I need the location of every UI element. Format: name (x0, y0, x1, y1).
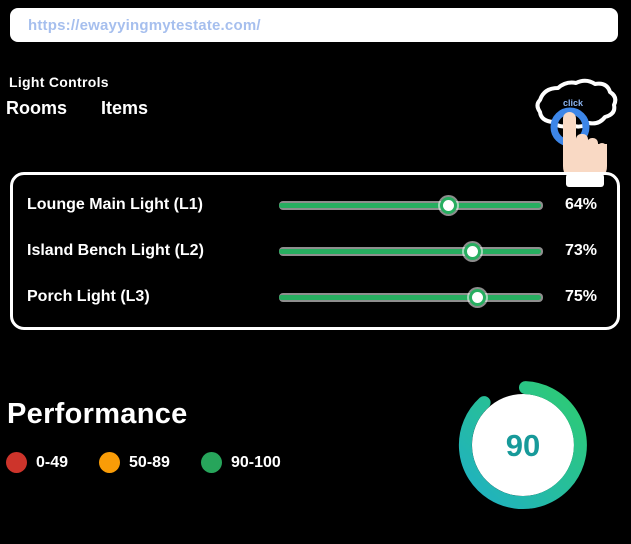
light-slider[interactable] (279, 196, 543, 214)
legend-dot-red-icon (6, 452, 27, 473)
light-slider[interactable] (279, 288, 543, 306)
gauge-arc (458, 381, 587, 510)
slider-knob[interactable] (469, 289, 486, 306)
light-slider[interactable] (279, 242, 543, 260)
gauge-graphic: 90 (458, 381, 587, 510)
slider-knob[interactable] (463, 243, 481, 260)
slider-row: Island Bench Light (L2) 73% (27, 231, 603, 271)
tap-gesture-graphic: click (535, 78, 618, 187)
legend-dot-orange-icon (99, 452, 121, 473)
legend-dot-green-icon (200, 452, 222, 473)
legend-label: 50-89 (129, 453, 170, 471)
light-value: 64% (564, 196, 597, 213)
performance-score-gauge: 90 (448, 371, 598, 523)
address-bar[interactable]: https://ewayyingmytestate.com/ (10, 8, 618, 42)
click-hint-text: click (563, 98, 584, 108)
light-label: Lounge Main Light (L1) (27, 196, 203, 213)
legend-item: 50-89 (99, 452, 170, 473)
performance-title: Performance (7, 398, 188, 430)
light-label: Porch Light (L3) (27, 288, 150, 305)
light-value: 73% (564, 242, 597, 259)
slider-row: Porch Light (L3) 75% (27, 277, 603, 317)
tab-rooms[interactable]: Rooms (6, 98, 68, 118)
tab-items[interactable]: Items (101, 98, 149, 118)
slider-fill (279, 249, 541, 254)
slider-fill (279, 295, 541, 300)
legend-label: 90-100 (230, 453, 281, 471)
tap-gesture-icon: click (518, 78, 626, 190)
header-tabs: Rooms Items (6, 98, 148, 119)
pointing-hand-icon (563, 112, 607, 187)
section-eyebrow-label: Light Controls (9, 74, 109, 90)
legend-item: 0-49 (6, 452, 68, 473)
performance-legend: 0-49 50-89 90-100 (6, 452, 312, 473)
slider-knob[interactable] (439, 197, 457, 214)
slider-fill (279, 203, 541, 208)
legend-item: 90-100 (200, 452, 281, 473)
light-value: 75% (564, 288, 597, 305)
address-bar-url[interactable]: https://ewayyingmytestate.com/ (28, 16, 261, 34)
gauge-score-value: 90 (506, 428, 540, 463)
light-sliders-card: Lounge Main Light (L1) 64% Island Bench … (10, 172, 620, 330)
light-label: Island Bench Light (L2) (27, 242, 204, 259)
gauge-inner-disc (472, 394, 574, 496)
slider-row: Lounge Main Light (L1) 64% (27, 185, 603, 225)
legend-label: 0-49 (36, 453, 69, 471)
